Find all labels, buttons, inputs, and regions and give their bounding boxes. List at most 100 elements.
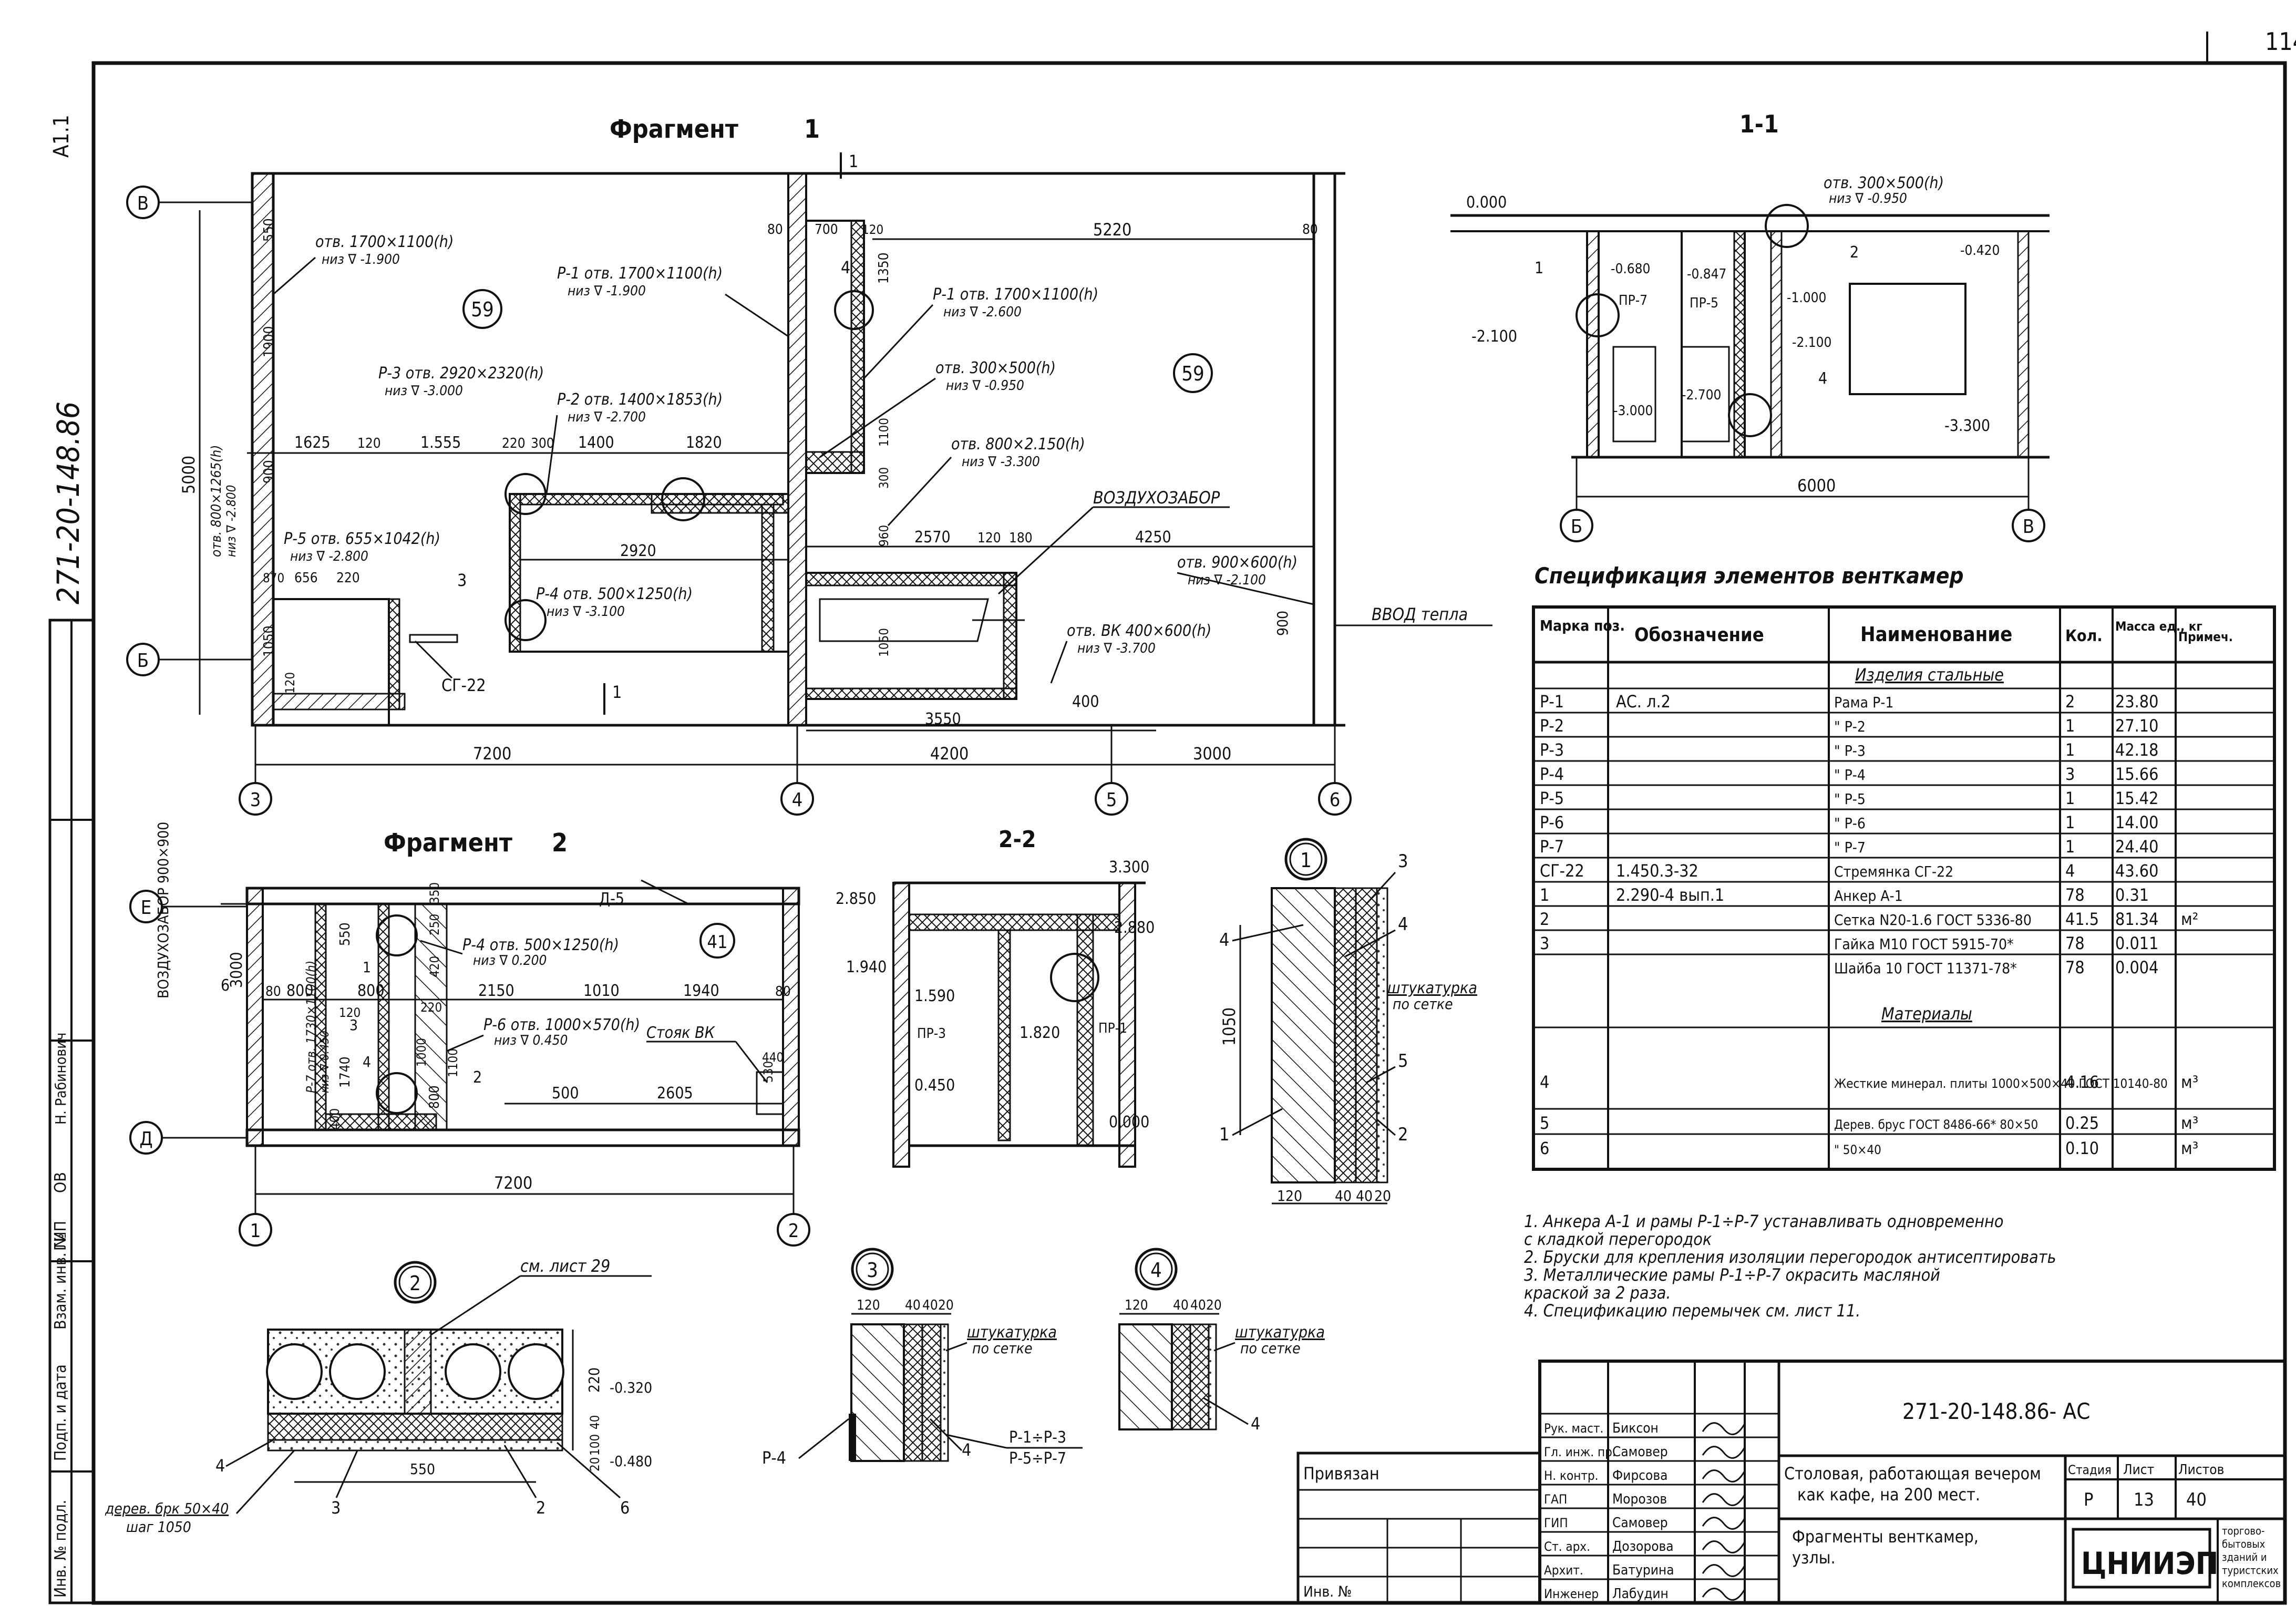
stamp-role: ГАП xyxy=(1544,1492,1567,1507)
dimension: 4250 xyxy=(1135,528,1171,547)
callout-number: 4 xyxy=(962,1440,971,1460)
stamp-title: Столовая, работающая вечером xyxy=(1784,1464,2041,1484)
signature-mark xyxy=(1702,1469,1746,1483)
dimension: 300 xyxy=(531,436,554,451)
spec-cell: 0.004 xyxy=(2115,958,2158,977)
spec-cell: " Р-3 xyxy=(1834,742,1866,759)
dimension: 3550 xyxy=(925,710,961,728)
axis-label: В xyxy=(2023,516,2034,538)
opening-label: Р-2 отв. 1400×1853(h) xyxy=(557,390,723,409)
spec-cell: 42.18 xyxy=(2115,740,2158,760)
dimension: 120 xyxy=(357,436,381,451)
air-intake-label: ВОЗДУХОЗАБОР 900×900 xyxy=(155,822,172,999)
callout-number: 3 xyxy=(331,1498,341,1518)
opening-level: низ ∇ -2.600 xyxy=(943,304,1022,320)
dimension: 120 xyxy=(862,222,883,237)
level-mark: 0.450 xyxy=(914,1076,955,1095)
specification-table: Спецификация элементов венткамер Марка п… xyxy=(1532,563,2276,1171)
dimension: 120 xyxy=(339,1005,361,1020)
dimension: 1350 xyxy=(876,252,892,284)
axis-label: Е xyxy=(141,897,151,919)
dimension: 1000 xyxy=(414,1038,429,1067)
dimension: 220 xyxy=(585,1367,603,1393)
callout-number: 1 xyxy=(1219,1124,1229,1145)
spec-cell: Рама Р-1 xyxy=(1834,694,1893,711)
signature-mark xyxy=(1702,1422,1746,1435)
signature-mark xyxy=(1702,1517,1746,1530)
callout-number: 4 xyxy=(363,1053,371,1071)
callout-number: 2 xyxy=(1398,1124,1408,1145)
fragment-2-plan: Фрагмент 2 Е Д 1 2 7200 41 80 800 xyxy=(129,822,810,1247)
spec-cell: 15.42 xyxy=(2115,788,2158,808)
callout-number: 1 xyxy=(1535,259,1543,277)
stamp-person: Самовер xyxy=(1612,1444,1668,1460)
spec-cell: Р-1 xyxy=(1540,692,1564,712)
notes: 1. Анкера А-1 и рамы Р-1÷Р-7 устанавлива… xyxy=(1524,1211,2056,1321)
spec-cell: 43.60 xyxy=(2115,861,2158,881)
spec-cell: 1 xyxy=(2065,788,2075,808)
room-number: 41 xyxy=(707,932,728,953)
dimension: 40 xyxy=(1356,1187,1373,1205)
spec-cell: Р-2 xyxy=(1540,716,1564,736)
opening-label: отв. 800×2.150(h) xyxy=(951,435,1085,454)
dimension: 960 xyxy=(877,525,891,547)
opening-label: Р-6 отв. 1000×570(h) xyxy=(483,1016,640,1034)
spec-cell: м³ xyxy=(2181,1138,2198,1158)
dimension: 120 xyxy=(1125,1298,1148,1313)
dimension: 1050 xyxy=(261,625,277,657)
batten-label: дерев. брк 50×40 xyxy=(105,1500,229,1517)
reference-label: см. лист 29 xyxy=(520,1256,610,1276)
left-strip: Инв. № подл. Подп. и дата Взам. инв. № Г… xyxy=(48,115,95,1604)
opening-label: Р-4 отв. 500×1250(h) xyxy=(462,936,619,954)
mark: ПР-7 xyxy=(1619,293,1648,308)
spec-cell: Гайка М10 ГОСТ 5915-70* xyxy=(1834,935,2014,953)
section-mark: 2 xyxy=(473,1068,482,1087)
dimension: 40 xyxy=(1173,1298,1189,1313)
stamp-sheet-header: Лист xyxy=(2123,1462,2154,1478)
fragment-1-title: Фрагмент xyxy=(610,115,738,144)
signature-mark xyxy=(1702,1540,1746,1553)
plaster-label: штукатурка xyxy=(1387,979,1477,997)
dimension: 800 xyxy=(286,982,314,1000)
level-mark: -0.480 xyxy=(610,1453,652,1470)
spec-header: Марка поз. xyxy=(1540,617,1625,634)
note-line: 2. Бруски для крепления изоляции перегор… xyxy=(1524,1247,2056,1267)
spec-cell: Р-3 xyxy=(1540,740,1564,760)
plaster-label: по сетке xyxy=(1240,1340,1301,1357)
dimension: 656 xyxy=(294,570,318,586)
callout-number: 4 xyxy=(215,1456,225,1476)
opening-label: отв. 300×500(h) xyxy=(935,359,1056,377)
dimension: 2570 xyxy=(914,528,951,547)
opening-level: низ ∇ -2.700 xyxy=(568,409,646,425)
callout-number: 4 xyxy=(841,258,850,277)
note-line: 4. Спецификацию перемычек см. лист 11. xyxy=(1524,1301,1860,1321)
level-mark: -0.420 xyxy=(1960,243,2000,259)
stamp-role: Рук. маст. xyxy=(1544,1421,1603,1436)
axis-label: 3 xyxy=(250,789,261,811)
dimension: 400 xyxy=(1072,693,1099,711)
spec-cell: Р-7 xyxy=(1540,837,1564,857)
dimension: 1050 xyxy=(1219,1007,1239,1046)
opening-label: отв. 1700×1100(h) xyxy=(315,233,454,251)
dimension: 1010 xyxy=(583,982,620,1000)
opening-label: отв. 300×500(h) xyxy=(1824,174,1944,192)
spec-cell: 1 xyxy=(1540,885,1549,905)
left-strip-inv: Инв. № подл. xyxy=(52,1500,70,1598)
dimension: 350 xyxy=(427,882,442,904)
section-2-2: 2-2 3.300 2.850 2.880 1.940 1.590 1.820 … xyxy=(836,826,1155,1168)
spec-cell: 1.450.3-32 xyxy=(1616,861,1698,881)
dimension: 20 xyxy=(1374,1187,1391,1205)
spec-cell: 78 xyxy=(2065,885,2085,905)
spec-cell: 2.290-4 вып.1 xyxy=(1616,885,1724,905)
dimension: 530 xyxy=(761,1061,776,1083)
spec-cell: АС. л.2 xyxy=(1616,692,1671,712)
opening-level: низ ∇ -2.100 xyxy=(1188,572,1266,588)
level-mark: -3.000 xyxy=(1613,403,1653,419)
room-number: 59 xyxy=(471,298,494,321)
spec-cell: 3 xyxy=(1540,933,1549,953)
opening-level: низ ∇ -1.900 xyxy=(568,283,646,299)
opening-level: низ ∇ -3.100 xyxy=(547,604,625,620)
opening-label: Р-5 отв. 655×1042(h) xyxy=(284,530,440,548)
